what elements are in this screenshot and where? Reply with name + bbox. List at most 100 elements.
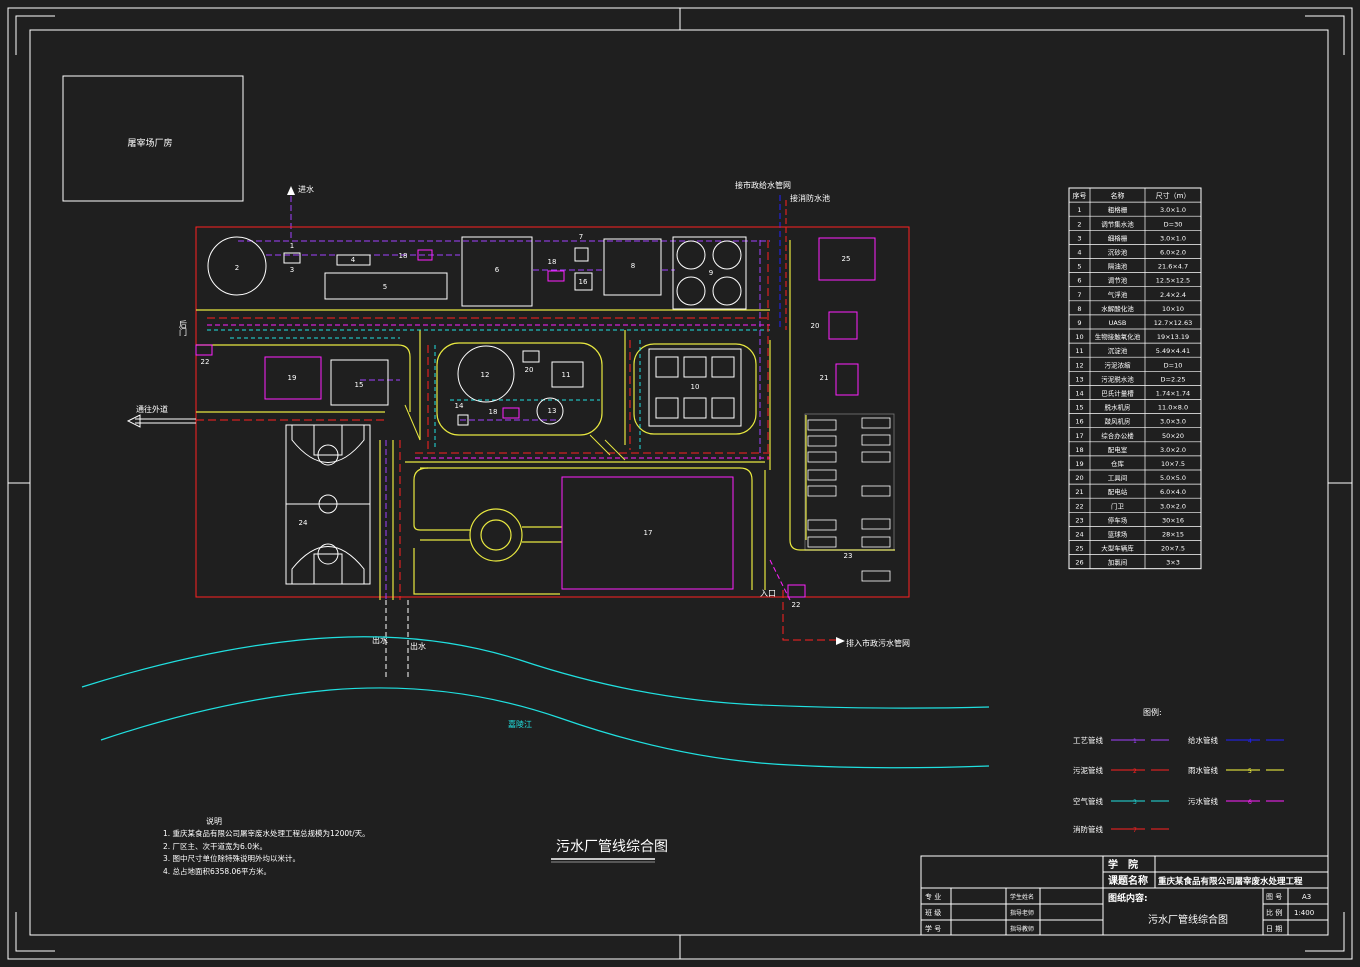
table-cell: 12.5×12.5 [1156, 277, 1190, 285]
table-cell: 3×3 [1166, 559, 1180, 567]
structure-18-power-room [417, 249, 433, 261]
legend-label: 消防管线 [1073, 824, 1103, 834]
road-label: 通往外道 [136, 404, 168, 414]
legend-code: 1 [1133, 738, 1137, 745]
table-cell: 5.49×4.41 [1156, 347, 1190, 355]
structure-6-equalization [461, 236, 533, 307]
structure-19-warehouse [264, 356, 322, 400]
label-18c: 18 [489, 408, 498, 416]
label-6: 6 [495, 266, 500, 274]
table-cell: 6.0×4.0 [1160, 488, 1186, 496]
table-header: 序号 [1073, 191, 1087, 200]
table-cell: D=2.25 [1161, 375, 1186, 383]
table-cell: 12.7×12.63 [1154, 319, 1193, 327]
slaughter-house-label: 屠宰场厂房 [127, 137, 172, 149]
table-cell: 15 [1075, 404, 1083, 412]
municipal-water-label: 接市政给水管网 [735, 180, 791, 190]
table-cell: D=30 [1164, 220, 1183, 228]
scale-value: 1:400 [1294, 909, 1314, 917]
table-cell: 加氯间 [1108, 558, 1128, 567]
table-cell: 2 [1077, 220, 1081, 228]
table-cell: 20×7.5 [1161, 545, 1185, 553]
label-5: 5 [383, 283, 387, 291]
topic-label: 课题名称 [1108, 874, 1148, 887]
structure-18-power-room-3 [502, 407, 520, 419]
table-cell: 7 [1077, 291, 1081, 299]
table-cell: 8 [1077, 305, 1081, 313]
structure-11-sedimentation [551, 361, 584, 388]
structure-16-blower-room [574, 272, 593, 291]
structure-9-uasb [672, 236, 747, 310]
structure-10-contact-oxidation [648, 348, 742, 427]
pipe-network [196, 240, 840, 680]
role-label-3: 学 号 [925, 924, 941, 933]
sheet-value: A3 [1302, 893, 1311, 901]
drawing-title-block: 污水厂管线综合图 [551, 839, 668, 863]
table-header: 名称 [1111, 191, 1125, 200]
table-cell: 3.0×2.0 [1160, 502, 1186, 510]
table-cell: 9 [1077, 319, 1081, 327]
table-cell: 调节集水池 [1101, 219, 1134, 228]
structure-17-office [561, 476, 734, 590]
table-cell: 4 [1077, 249, 1081, 257]
table-cell: 1.74×1.74 [1156, 390, 1190, 398]
legend-label: 雨水管线 [1188, 765, 1218, 775]
table-cell: 25 [1075, 545, 1083, 553]
note-line-4: 4. 总占地面积6358.06平方米。 [163, 866, 271, 876]
label-10: 10 [691, 383, 700, 391]
structure-8-hydrolysis [603, 238, 662, 296]
label-22b: 22 [792, 601, 801, 609]
table-cell: 5.0×5.0 [1160, 474, 1186, 482]
legend-label: 工艺管线 [1073, 735, 1103, 745]
table-cell: 3.0×2.0 [1160, 446, 1186, 454]
label-4: 4 [351, 256, 356, 264]
structure-12-sludge-thickener [457, 345, 515, 403]
table-cell: 停车场 [1108, 515, 1128, 524]
table-cell: 6.0×2.0 [1160, 249, 1186, 257]
table-cell: 配电站 [1108, 487, 1128, 496]
role-label-2: 班 级 [925, 908, 941, 917]
table-cell: 11.0×8.0 [1158, 404, 1188, 412]
table-cell: 调节池 [1108, 276, 1128, 285]
site-annotations: 后门 通往外道 出水 出水 排入市政污水管网 入口 [126, 319, 910, 651]
legend-label: 污泥管线 [1073, 765, 1103, 775]
label-24: 24 [299, 519, 308, 527]
table-cell: 篮球场 [1108, 530, 1128, 539]
table-cell: 20 [1075, 474, 1083, 482]
table-cell: 17 [1075, 432, 1083, 440]
table-cell: 28×15 [1162, 531, 1184, 539]
table-cell: 大型车辆库 [1101, 544, 1134, 553]
label-16: 16 [579, 278, 588, 286]
note-line-1: 1. 重庆某食品有限公司屠宰废水处理工程总规模为1200t/天。 [163, 828, 370, 838]
river-jialing: 嘉陵江 [81, 636, 990, 769]
structure-22-guard-right [787, 584, 806, 598]
structure-4-grit-chamber [336, 254, 371, 266]
table-cell: 鼓风机房 [1105, 417, 1131, 426]
sheet-label: 图 号 [1266, 893, 1282, 901]
table-cell: 水解酸化池 [1101, 304, 1134, 313]
legend-code: 5 [1248, 768, 1252, 775]
table-cell: 19 [1075, 460, 1083, 468]
label-12: 12 [481, 371, 490, 379]
inflow-pipe: 进水 [287, 184, 314, 240]
table-cell: 10 [1075, 333, 1083, 341]
table-cell: 11 [1075, 347, 1083, 355]
table-cell: 21 [1075, 488, 1083, 496]
legend-title: 图例: [1143, 707, 1162, 717]
label-22a: 22 [201, 358, 210, 366]
structure-5-oil-separator [324, 272, 448, 300]
structure-15-dewatering-room [330, 359, 389, 406]
design-notes: 说明 1. 重庆某食品有限公司屠宰废水处理工程总规模为1200t/天。 2. 厂… [163, 816, 370, 876]
table-cell: 门卫 [1111, 501, 1125, 510]
auxiliary-buildings [195, 237, 876, 598]
legend-label: 污水管线 [1188, 796, 1218, 806]
legend-label: 给水管线 [1188, 735, 1218, 745]
back-gate-label: 后门 [179, 319, 188, 337]
table-cell: 2.4×2.4 [1160, 291, 1186, 299]
structure-1-coarse-screen [283, 252, 301, 264]
label-19: 19 [288, 374, 297, 382]
label-25: 25 [842, 255, 851, 263]
